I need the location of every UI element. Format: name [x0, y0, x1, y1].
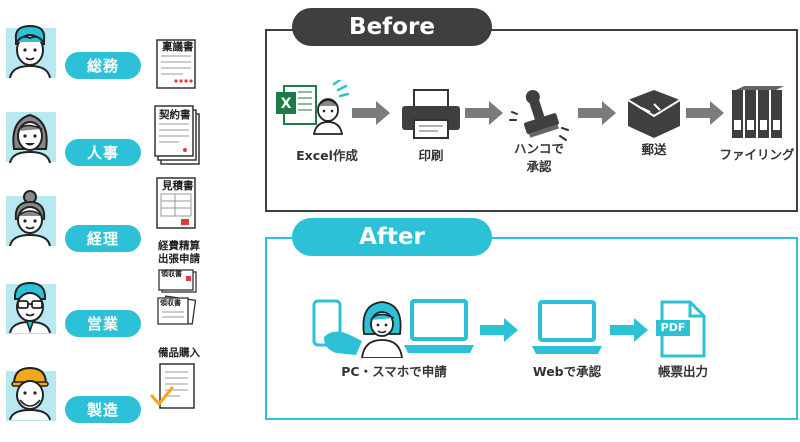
dept-badge-seizo: 製造 — [65, 396, 141, 423]
dept-badge-eigyo: 営業 — [65, 310, 141, 337]
checklist-icon — [150, 363, 195, 409]
arrow-right-icon — [480, 318, 518, 342]
after-title: After — [292, 218, 492, 256]
stamp-icon — [509, 89, 569, 141]
dept-badge-keiri: 経理 — [65, 225, 141, 252]
arrow-right-icon — [686, 101, 724, 125]
document-mitsumori-icon — [156, 177, 196, 229]
arrow-right-icon — [465, 101, 503, 125]
receipt-title-1: 領収書 — [161, 270, 182, 278]
after-step-approve-label: Webで承認 — [532, 364, 602, 379]
before-step-print-label: 印刷 — [418, 148, 444, 163]
person-eigyo-icon — [9, 281, 51, 333]
person-keiri-icon — [9, 190, 51, 246]
pdf-document-icon — [656, 300, 706, 358]
laptop-icon — [532, 300, 602, 354]
person-user-icon — [361, 301, 403, 358]
document-keiyaku-icon — [154, 105, 200, 165]
svg-text:X: X — [281, 96, 292, 112]
before-step-stamp-label-1: ハンコで — [513, 141, 564, 156]
before-title: Before — [292, 8, 492, 46]
after-panel — [265, 237, 798, 420]
smartphone-hand-icon — [312, 299, 362, 355]
person-seizo-icon — [9, 366, 51, 420]
before-step-filing-label: ファイリング — [719, 147, 795, 162]
after-step-apply-label: PC・スマホで申請 — [341, 364, 447, 379]
excel-person-icon: X — [276, 80, 350, 135]
before-step-mail-label: 郵送 — [641, 142, 667, 157]
before-step-excel-label: Excel作成 — [296, 148, 358, 163]
arrow-right-icon — [610, 318, 648, 342]
arrow-right-icon — [578, 101, 616, 125]
document-mitsumori-title: 見積書 — [162, 180, 194, 192]
after-step-output-label: 帳票出力 — [657, 364, 708, 379]
person-soumu-icon — [9, 24, 51, 78]
before-step-stamp-label-2: 承認 — [526, 159, 552, 174]
pdf-badge-text: PDF — [660, 321, 686, 334]
laptop-icon — [404, 299, 474, 353]
document-keiyaku-title: 契約書 — [159, 109, 191, 121]
mail-envelope-icon — [627, 90, 681, 138]
printer-icon — [402, 89, 460, 139]
receipt-title-2: 領収書 — [160, 299, 181, 307]
receipts-icon — [157, 269, 197, 325]
document-ringi-icon — [156, 39, 196, 89]
before-panel — [265, 29, 798, 212]
person-jinji-icon — [9, 113, 51, 163]
dept-badge-soumu: 総務 — [65, 52, 141, 79]
binders-icon — [732, 86, 784, 138]
arrow-right-icon — [352, 101, 390, 125]
dept-badge-jinji: 人事 — [65, 139, 141, 166]
document-bihin-title: 備品購入 — [158, 347, 200, 359]
document-keihi-line1: 経費精算 — [158, 240, 200, 252]
document-keihi-line2: 出張申請 — [158, 253, 200, 265]
document-ringi-title: 稟議書 — [162, 41, 194, 53]
